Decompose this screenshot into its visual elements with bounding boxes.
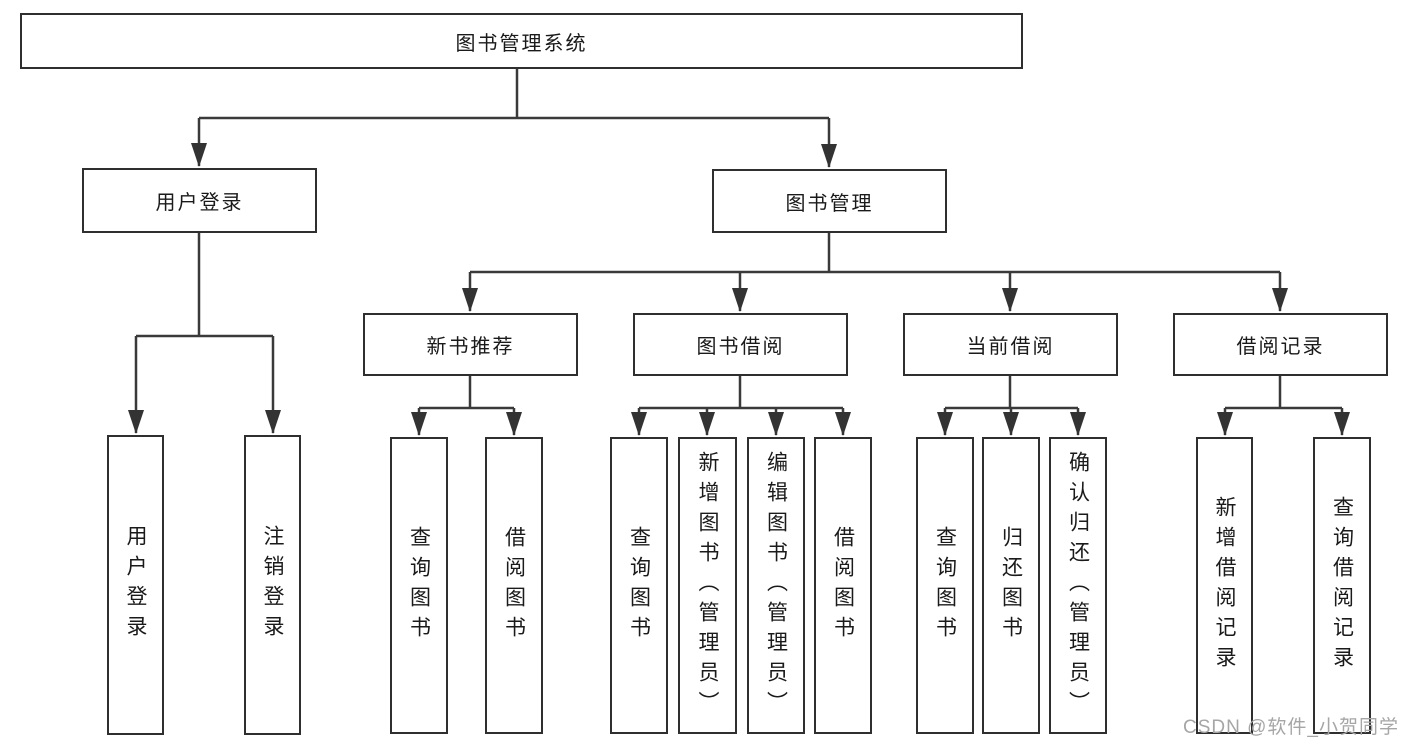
- node-user-login: 用户登录: [82, 168, 317, 233]
- leaf-label: 借阅图书: [502, 525, 526, 646]
- csdn-watermark: CSDN @软件_小贺同学: [1183, 717, 1399, 738]
- node-label: 图书管理系统: [455, 32, 588, 55]
- leaf-current-query-books: 查询图书: [916, 437, 974, 734]
- leaf-label: 用户登录: [124, 525, 147, 645]
- node-book-borrow: 图书借阅: [633, 313, 848, 376]
- leaf-logout-login: 注销登录: [244, 435, 301, 735]
- leaf-label: 新增图书（管理员）: [696, 450, 719, 721]
- leaf-label: 查询借阅记录: [1330, 495, 1354, 676]
- leaf-newbook-borrow-books: 借阅图书: [485, 437, 543, 734]
- node-label: 用户登录: [155, 192, 244, 214]
- node-label: 新书推荐: [426, 336, 515, 358]
- leaf-borrow-query-books: 查询图书: [610, 437, 668, 734]
- node-label: 借阅记录: [1236, 336, 1325, 358]
- node-book-management: 图书管理: [712, 169, 947, 233]
- leaf-label: 查询图书: [627, 525, 651, 646]
- leaf-label: 借阅图书: [831, 525, 855, 646]
- leaf-user-login: 用户登录: [107, 435, 164, 735]
- node-label: 图书借阅: [696, 336, 785, 358]
- node-borrow-records: 借阅记录: [1173, 313, 1388, 376]
- leaf-label: 归还图书: [999, 525, 1023, 646]
- node-new-book-recommend: 新书推荐: [363, 313, 578, 376]
- node-current-borrow: 当前借阅: [903, 313, 1118, 376]
- leaf-borrow-borrow-books: 借阅图书: [814, 437, 872, 734]
- leaf-label: 查询图书: [407, 525, 431, 646]
- leaf-current-confirm-return-admin: 确认归还（管理员）: [1049, 437, 1107, 734]
- leaf-records-add-record: 新增借阅记录: [1196, 437, 1253, 734]
- node-label: 图书管理: [785, 192, 874, 215]
- leaf-label: 注销登录: [261, 525, 284, 645]
- leaf-current-return-books: 归还图书: [982, 437, 1040, 734]
- leaf-borrow-add-books-admin: 新增图书（管理员）: [678, 437, 737, 734]
- leaf-borrow-edit-books-admin: 编辑图书（管理员）: [747, 437, 805, 734]
- leaf-label: 新增借阅记录: [1213, 495, 1236, 676]
- node-label: 当前借阅: [966, 336, 1055, 358]
- leaf-newbook-query-books: 查询图书: [390, 437, 448, 734]
- leaf-label: 查询图书: [933, 525, 957, 646]
- leaf-label: 确认归还（管理员）: [1066, 450, 1090, 721]
- node-library-management-system: 图书管理系统: [20, 13, 1023, 69]
- leaf-records-query-record: 查询借阅记录: [1313, 437, 1371, 734]
- leaf-label: 编辑图书（管理员）: [764, 450, 788, 721]
